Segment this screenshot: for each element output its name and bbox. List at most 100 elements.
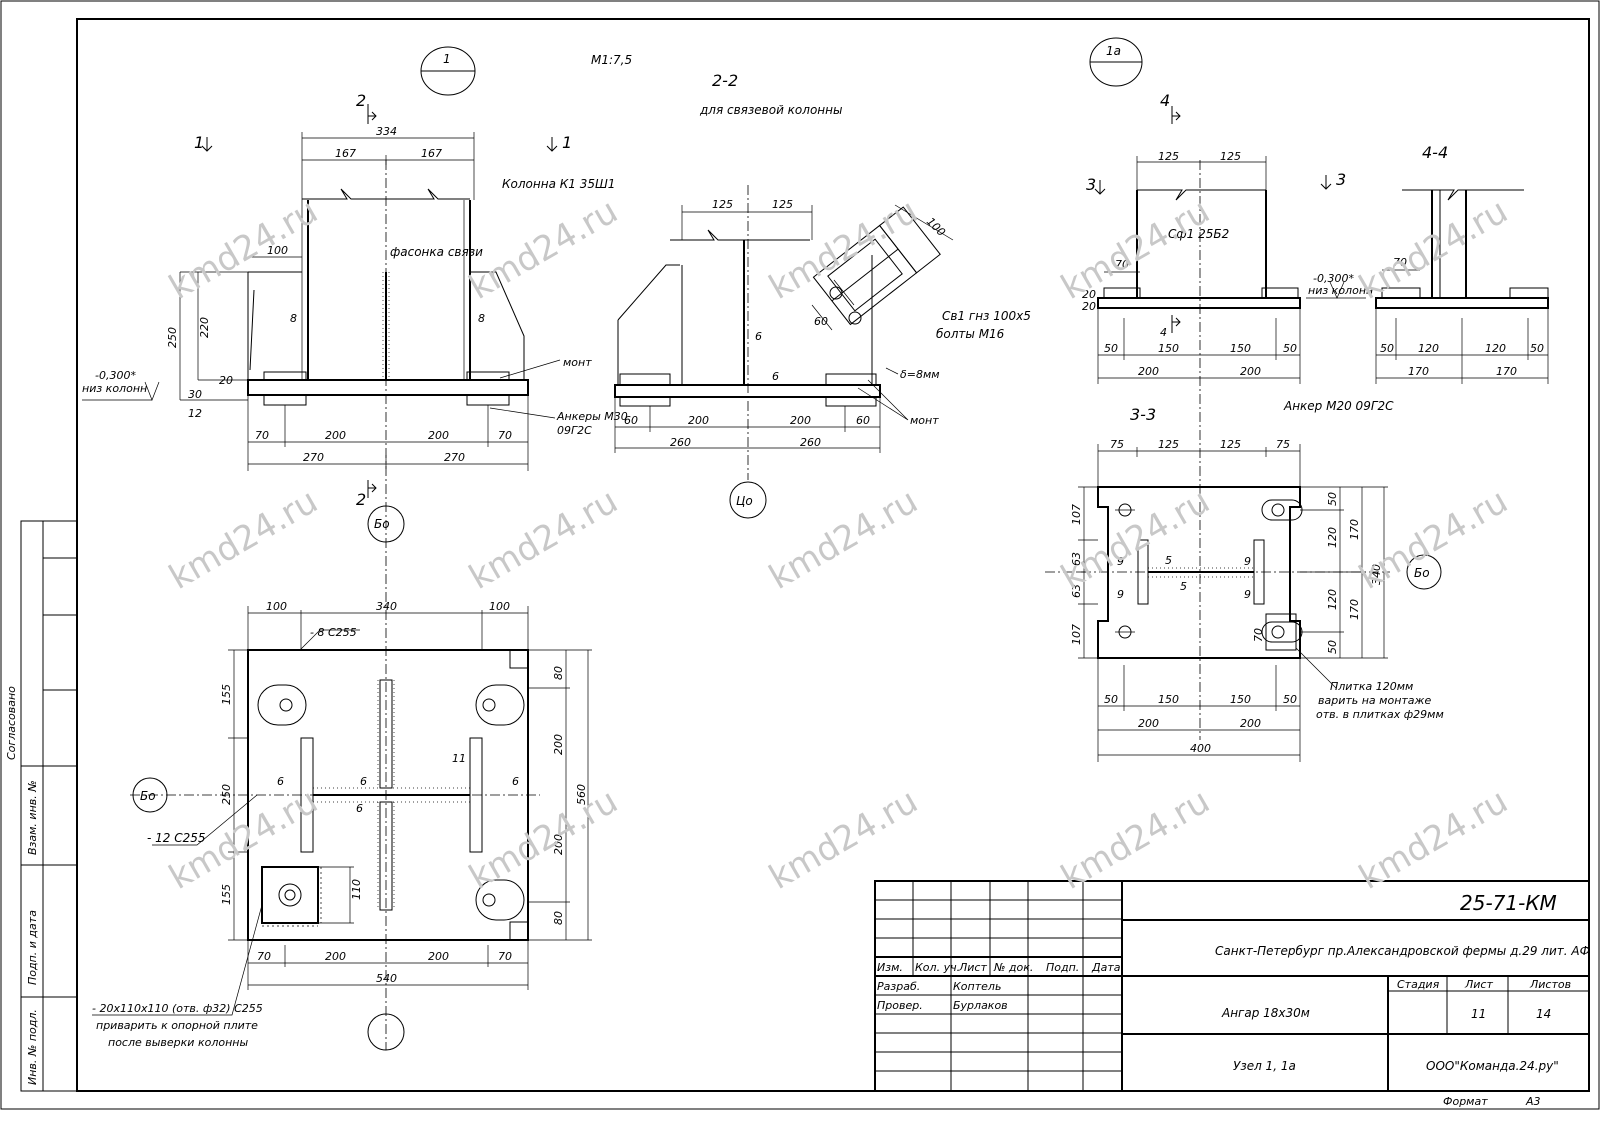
section-4-4: 4-4 70 -0,300* низ колонн 50 120 120 50 …	[1306, 143, 1549, 384]
svg-text:70: 70	[257, 950, 271, 963]
name-checked: Бурлаков	[953, 999, 1008, 1012]
sheets-label: Листов	[1529, 978, 1571, 991]
svg-text:125: 125	[772, 198, 793, 211]
svg-text:6: 6	[277, 775, 284, 788]
svg-text:167: 167	[335, 147, 356, 160]
svg-text:200: 200	[552, 834, 565, 855]
hdr-izm: Изм.	[877, 961, 903, 974]
svg-text:155: 155	[220, 684, 233, 705]
svg-text:60: 60	[624, 414, 638, 427]
hdr-kol: Кол. уч.	[915, 961, 960, 974]
level-right: -0,300*	[1313, 272, 1354, 285]
svg-text:200: 200	[325, 950, 346, 963]
svg-text:120: 120	[1485, 342, 1506, 355]
svg-text:6: 6	[360, 775, 367, 788]
svg-text:150: 150	[1230, 342, 1251, 355]
svg-text:kmd24.ru: kmd24.ru	[1353, 191, 1515, 308]
svg-text:60: 60	[856, 414, 870, 427]
address-text: Санкт-Петербург пр.Александровской фермы…	[1215, 944, 1590, 958]
sheet-title-text: Узел 1, 1а	[1233, 1059, 1296, 1073]
sec2-bot-num: 2	[356, 490, 366, 509]
svg-text:kmd24.ru: kmd24.ru	[463, 191, 625, 308]
plate120-line3: отв. в плитках ф29мм	[1316, 708, 1444, 721]
svg-text:155: 155	[220, 884, 233, 905]
svg-text:107: 107	[1070, 504, 1083, 525]
svg-text:50: 50	[1104, 693, 1118, 706]
svg-text:50: 50	[1283, 342, 1297, 355]
svg-text:6: 6	[755, 330, 762, 343]
svg-text:11: 11	[452, 752, 466, 765]
hdr-ndoc: № док.	[993, 961, 1033, 974]
hdr-date: Дата	[1091, 961, 1121, 974]
plate8-label: - 8 С255	[310, 626, 357, 639]
svg-text:250: 250	[166, 327, 179, 348]
role-developed: Разраб.	[877, 980, 920, 993]
svg-text:150: 150	[1230, 693, 1251, 706]
svg-text:75: 75	[1110, 438, 1124, 451]
svg-text:4: 4	[1160, 91, 1170, 110]
mont-label-1: монт	[563, 356, 592, 369]
axis-bottom	[367, 1013, 405, 1051]
plate120-line2: варить на монтаже	[1318, 694, 1431, 707]
format-value: А3	[1525, 1095, 1541, 1108]
svg-text:150: 150	[1158, 693, 1179, 706]
mont-label-2: монт	[910, 414, 939, 427]
washer-line2: приварить к опорной плите	[96, 1019, 258, 1032]
axis-bo-plan	[132, 777, 168, 813]
svg-text:50: 50	[1104, 342, 1118, 355]
svg-text:kmd24.ru: kmd24.ru	[1353, 481, 1515, 598]
svg-text:200: 200	[325, 429, 346, 442]
sheet-value: 11	[1471, 1007, 1486, 1021]
delta8-label: δ=8мм	[900, 368, 940, 381]
bolts-label: болты М16	[936, 327, 1005, 341]
svg-text:20: 20	[219, 374, 233, 387]
svg-text:540: 540	[376, 972, 397, 985]
svg-text:200: 200	[1240, 717, 1261, 730]
svg-text:70: 70	[1252, 628, 1265, 642]
axis-bo-top	[367, 505, 405, 543]
svg-text:340: 340	[376, 600, 397, 613]
svg-text:50: 50	[1380, 342, 1394, 355]
sf1-label: Сф1 25Б2	[1168, 227, 1229, 241]
gusset-label: фасонка связи	[390, 245, 483, 259]
section33-title: 3-3	[1130, 405, 1156, 424]
svg-text:200: 200	[1240, 365, 1261, 378]
svg-text:50: 50	[1283, 693, 1297, 706]
svg-text:9: 9	[1244, 555, 1251, 568]
svg-text:125: 125	[1220, 150, 1241, 163]
svg-text:125: 125	[712, 198, 733, 211]
sec2-top-num: 2	[356, 91, 366, 110]
steel-label: 09Г2С	[557, 424, 592, 437]
anchors-m30-label: Анкеры М30	[556, 410, 628, 423]
svg-text:250: 250	[220, 784, 233, 805]
hdr-list: Лист	[958, 961, 987, 974]
section22-title: 2-2	[712, 71, 738, 90]
svg-text:6: 6	[512, 775, 519, 788]
svg-text:50: 50	[1326, 640, 1339, 654]
svg-text:6: 6	[356, 802, 363, 815]
washer-line3: после выверки колонны	[108, 1036, 248, 1049]
format-label: Формат	[1443, 1095, 1488, 1108]
svg-text:63: 63	[1070, 552, 1083, 566]
svg-text:8: 8	[478, 312, 485, 325]
role-checked: Провер.	[877, 999, 923, 1012]
svg-text:63: 63	[1070, 584, 1083, 598]
svg-text:200: 200	[428, 950, 449, 963]
stage-label: Стадия	[1397, 978, 1440, 991]
scale-text: М1:7,5	[591, 53, 632, 67]
object-text: Ангар 18х30м	[1221, 1006, 1310, 1020]
svg-text:170: 170	[1348, 519, 1361, 540]
svg-text:60: 60	[814, 315, 828, 328]
plate120-line1: Плитка 120мм	[1330, 680, 1413, 693]
svg-text:50: 50	[1326, 492, 1339, 506]
svg-text:kmd24.ru: kmd24.ru	[163, 481, 325, 598]
svg-text:9: 9	[1117, 588, 1124, 601]
level-left: -0,300*	[95, 369, 136, 382]
svg-text:200: 200	[552, 734, 565, 755]
svg-text:170: 170	[1348, 599, 1361, 620]
svg-text:kmd24.ru: kmd24.ru	[163, 191, 325, 308]
sheets-value: 14	[1536, 1007, 1551, 1021]
anchor-m20-label: Анкер М20 09Г2С	[1283, 399, 1394, 413]
level-note-right: низ колонн	[1308, 284, 1373, 297]
